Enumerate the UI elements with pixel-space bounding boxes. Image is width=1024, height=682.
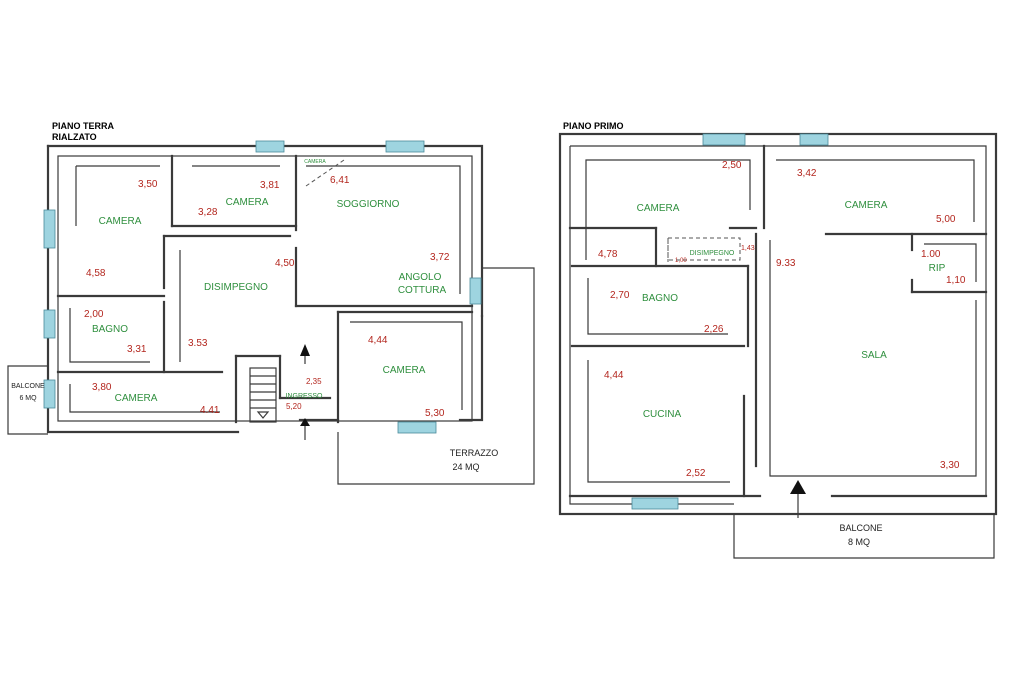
entrance-arrow-in-icon [300,418,310,426]
dim-458: 4,58 [86,268,106,279]
first-floor-walls [558,132,998,559]
room-cucina: CUCINA [643,409,682,420]
terrazzo-label: TERRAZZO [450,448,499,458]
dim-353: 3.53 [188,338,208,349]
room-bagno: BAGNO [92,324,128,335]
ground-floor-windows [43,140,482,434]
dim-441: 4.41 [200,405,220,416]
dim-235: 2,35 [306,377,322,386]
room-rip: RIP [929,263,946,274]
dim-328: 3,28 [198,207,218,218]
dim-110: 1,10 [946,275,966,286]
balcone-ground-label: BALCONE [11,383,45,390]
first-entrance-arrow [790,480,806,518]
room-camera-mid: CAMERA [226,197,269,208]
room-camera-w: CAMERA [637,203,680,214]
room-camera-tiny: CAMERA [304,159,326,165]
room-sala: SALA [861,350,887,361]
dim-444-first: 4,44 [604,370,624,381]
dim-641: 6,41 [330,175,350,186]
dim-500: 5,00 [936,214,956,225]
dim-450: 4,50 [275,258,295,269]
ground-floor-walls [7,144,535,485]
room-disimpegno: DISIMPEGNO [204,282,268,293]
dim-252: 2,52 [686,468,706,479]
room-ingresso: INGRESSO [286,393,324,400]
first-floor-title: PIANO PRIMO [563,121,624,131]
first-floor-windows [631,133,829,510]
first-floor-plan: PIANO PRIMO [558,121,998,559]
dim-226: 2,26 [704,324,724,335]
entrance-arrow-up-icon [300,344,310,356]
room-camera-se: CAMERA [383,365,426,376]
dim-520: 5,20 [286,402,302,411]
dim-372: 3,72 [430,252,450,263]
ground-floor-plan: PIANO TERRA RIALZATO [7,121,535,485]
terrazzo-area: 24 MQ [452,462,479,472]
dim-381: 3,81 [260,180,280,191]
room-angolo-line2: COTTURA [398,285,447,296]
dim-342: 3,42 [797,168,817,179]
dim-478: 4,78 [598,249,618,260]
ground-floor-title-line2: RIALZATO [52,132,97,142]
first-entrance-arrow-icon [790,480,806,494]
dim-350: 3,50 [138,179,158,190]
room-disimpegno-first: DISIMPEGNO [690,250,735,257]
dim-100: 1.00 [921,249,941,260]
room-camera-sw: CAMERA [115,393,158,404]
balcone-ground-area: 6 MQ [19,395,37,402]
room-bagno-first: BAGNO [642,293,678,304]
dim-143: 1,43 [741,245,755,252]
room-camera-nw: CAMERA [99,216,142,227]
dim-250: 2,50 [722,160,742,171]
balcone-first-area: 8 MQ [848,537,870,547]
room-camera-e: CAMERA [845,200,888,211]
dim-380: 3,80 [92,382,112,393]
dim-270: 2,70 [610,290,630,301]
room-soggiorno: SOGGIORNO [337,199,400,210]
dim-933: 9.33 [776,258,796,269]
room-angolo-line1: ANGOLO [399,272,442,283]
balcone-first-label: BALCONE [839,523,882,533]
dim-200: 2,00 [84,309,104,320]
dim-100-small: 1,00 [675,258,687,264]
dim-530: 5,30 [425,408,445,419]
ground-entrance-arrows [300,344,310,440]
dim-331: 3,31 [127,344,147,355]
dim-444: 4,44 [368,335,388,346]
ground-floor-title-line1: PIANO TERRA [52,121,115,131]
dim-330: 3,30 [940,460,960,471]
